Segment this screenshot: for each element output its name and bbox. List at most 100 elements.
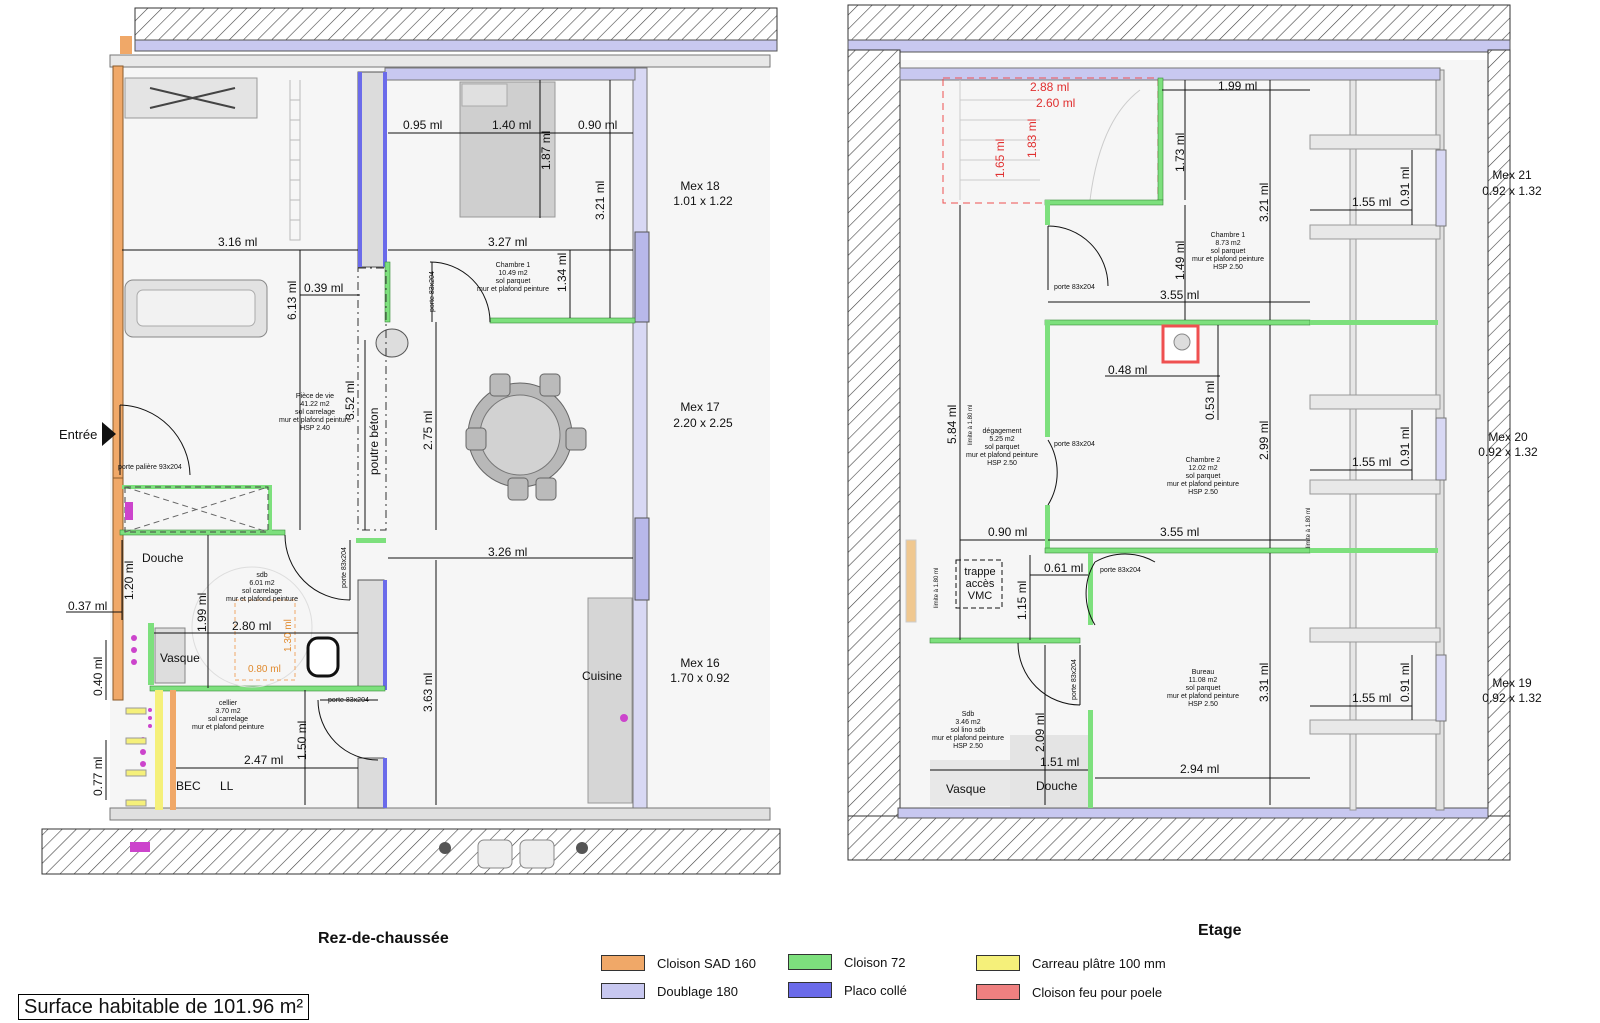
svg-text:0.90 ml: 0.90 ml bbox=[578, 118, 617, 132]
svg-text:0.92 x 1.32: 0.92 x 1.32 bbox=[1478, 445, 1538, 459]
svg-text:mur et plafond peinture: mur et plafond peinture bbox=[932, 735, 1004, 742]
svg-text:0.40 ml: 0.40 ml bbox=[91, 657, 105, 696]
svg-text:2.80 ml: 2.80 ml bbox=[232, 619, 271, 633]
svg-text:LL: LL bbox=[220, 779, 234, 793]
svg-text:3.55 ml: 3.55 ml bbox=[1160, 525, 1199, 539]
svg-text:accès: accès bbox=[966, 578, 995, 590]
svg-text:1.83 ml: 1.83 ml bbox=[1025, 119, 1039, 158]
entrance-arrow-icon bbox=[102, 422, 116, 446]
svg-text:sol lino sdb: sol lino sdb bbox=[950, 727, 985, 734]
svg-text:10.49 m2: 10.49 m2 bbox=[498, 270, 527, 277]
svg-text:BEC: BEC bbox=[176, 779, 201, 793]
svg-text:Douche: Douche bbox=[1036, 779, 1078, 793]
svg-text:mur et plafond peinture: mur et plafond peinture bbox=[279, 417, 351, 424]
svg-text:1.50 ml: 1.50 ml bbox=[295, 721, 309, 760]
svg-text:Chambre 2: Chambre 2 bbox=[1186, 457, 1221, 464]
svg-text:1.70 x 0.92: 1.70 x 0.92 bbox=[670, 671, 730, 685]
svg-text:2.09 ml: 2.09 ml bbox=[1033, 713, 1047, 752]
svg-text:Chambre 1: Chambre 1 bbox=[1211, 232, 1246, 239]
svg-text:limite à 1.80 ml: limite à 1.80 ml bbox=[934, 568, 940, 608]
svg-text:0.37 ml: 0.37 ml bbox=[68, 599, 107, 613]
svg-text:porte 83x204: porte 83x204 bbox=[1054, 441, 1095, 448]
svg-text:1.55 ml: 1.55 ml bbox=[1352, 691, 1391, 705]
svg-text:0.61 ml: 0.61 ml bbox=[1044, 561, 1083, 575]
svg-text:1.73 ml: 1.73 ml bbox=[1173, 133, 1187, 172]
svg-text:0.91 ml: 0.91 ml bbox=[1398, 427, 1412, 466]
svg-text:Mex 20: Mex 20 bbox=[1488, 430, 1528, 444]
svg-text:mur et plafond peinture: mur et plafond peinture bbox=[192, 724, 264, 731]
svg-text:Bureau: Bureau bbox=[1192, 669, 1215, 676]
svg-text:6.01 m2: 6.01 m2 bbox=[249, 580, 274, 587]
entrance-label: Entrée bbox=[59, 427, 97, 442]
svg-text:12.02 m2: 12.02 m2 bbox=[1188, 465, 1217, 472]
svg-text:1.01 x 1.22: 1.01 x 1.22 bbox=[673, 194, 733, 208]
svg-text:1.99 ml: 1.99 ml bbox=[195, 593, 209, 632]
svg-text:5.84 ml: 5.84 ml bbox=[945, 405, 959, 444]
legend-swatch bbox=[788, 954, 832, 970]
svg-text:0.39 ml: 0.39 ml bbox=[304, 281, 343, 295]
svg-text:porte palière 93x204: porte palière 93x204 bbox=[118, 464, 182, 471]
svg-text:1.30 ml: 1.30 ml bbox=[283, 619, 294, 652]
svg-text:0.53 ml: 0.53 ml bbox=[1203, 381, 1217, 420]
svg-text:Mex 17: Mex 17 bbox=[680, 400, 720, 414]
svg-text:sol parquet: sol parquet bbox=[496, 278, 531, 285]
svg-text:mur et plafond peinture: mur et plafond peinture bbox=[226, 596, 298, 603]
svg-text:Mex 21: Mex 21 bbox=[1492, 168, 1532, 182]
svg-text:mur et plafond peinture: mur et plafond peinture bbox=[966, 452, 1038, 459]
svg-text:limite à 1.80 ml: limite à 1.80 ml bbox=[968, 405, 974, 445]
svg-text:porte 83x204: porte 83x204 bbox=[328, 697, 369, 704]
svg-text:41.22 m2: 41.22 m2 bbox=[300, 401, 329, 408]
svg-text:2.75 ml: 2.75 ml bbox=[421, 411, 435, 450]
svg-text:2.94 ml: 2.94 ml bbox=[1180, 762, 1219, 776]
svg-text:Chambre 1: Chambre 1 bbox=[496, 262, 531, 269]
svg-text:3.46 m2: 3.46 m2 bbox=[955, 719, 980, 726]
svg-text:0.48 ml: 0.48 ml bbox=[1108, 363, 1147, 377]
svg-text:1.87 ml: 1.87 ml bbox=[539, 131, 553, 170]
living-surface-box: Surface habitable de 101.96 m² bbox=[18, 994, 310, 1020]
svg-text:porte 83x204: porte 83x204 bbox=[429, 271, 436, 312]
svg-text:cellier: cellier bbox=[219, 700, 238, 707]
svg-text:8.73 m2: 8.73 m2 bbox=[1215, 240, 1240, 247]
ground-floor-labels: Entrée porte palière 93x204 3.16 ml 3.27… bbox=[59, 118, 733, 796]
svg-text:2.47 ml: 2.47 ml bbox=[244, 753, 283, 767]
svg-text:1.49 ml: 1.49 ml bbox=[1173, 241, 1187, 280]
svg-text:0.90 ml: 0.90 ml bbox=[988, 525, 1027, 539]
svg-text:1.51 ml: 1.51 ml bbox=[1040, 755, 1079, 769]
svg-text:0.92 x 1.32: 0.92 x 1.32 bbox=[1482, 691, 1542, 705]
svg-text:3.55 ml: 3.55 ml bbox=[1160, 288, 1199, 302]
upper-floor-labels: 2.88 ml 2.60 ml 1.65 ml 1.83 ml 1.99 ml … bbox=[932, 79, 1542, 796]
legend-item: Cloison SAD 160 bbox=[601, 955, 756, 971]
svg-text:1.65 ml: 1.65 ml bbox=[993, 139, 1007, 178]
svg-text:2.20 x 2.25: 2.20 x 2.25 bbox=[673, 416, 733, 430]
svg-text:Vasque: Vasque bbox=[160, 651, 200, 665]
svg-text:mur et plafond peinture: mur et plafond peinture bbox=[477, 286, 549, 293]
svg-text:1.34 ml: 1.34 ml bbox=[555, 253, 569, 292]
legend-swatch bbox=[601, 955, 645, 971]
svg-text:sol carrelage: sol carrelage bbox=[242, 588, 282, 595]
svg-text:11.08 m2: 11.08 m2 bbox=[1189, 677, 1218, 684]
svg-text:porte 83x204: porte 83x204 bbox=[341, 547, 348, 588]
svg-text:HSP 2.50: HSP 2.50 bbox=[953, 743, 983, 750]
svg-text:0.80 ml: 0.80 ml bbox=[248, 664, 281, 675]
svg-text:2.99 ml: 2.99 ml bbox=[1257, 421, 1271, 460]
legend-item: Doublage 180 bbox=[601, 983, 738, 999]
svg-text:Sdb: Sdb bbox=[962, 711, 975, 718]
dining-table-icon bbox=[465, 373, 587, 501]
svg-text:VMC: VMC bbox=[968, 590, 993, 602]
svg-text:1.40 ml: 1.40 ml bbox=[492, 118, 531, 132]
svg-text:Mex 19: Mex 19 bbox=[1492, 676, 1532, 690]
svg-text:HSP 2.40: HSP 2.40 bbox=[300, 425, 330, 432]
svg-text:sol carrelage: sol carrelage bbox=[208, 716, 248, 723]
svg-text:HSP 2.50: HSP 2.50 bbox=[1188, 701, 1218, 708]
svg-text:sol parquet: sol parquet bbox=[1186, 685, 1221, 692]
legend-item: Cloison 72 bbox=[788, 954, 905, 970]
svg-text:3.63 ml: 3.63 ml bbox=[421, 673, 435, 712]
legend-item: Cloison feu pour poele bbox=[976, 984, 1162, 1000]
svg-text:5.25 m2: 5.25 m2 bbox=[989, 436, 1014, 443]
svg-text:porte 83x204: porte 83x204 bbox=[1071, 659, 1078, 700]
svg-text:0.95 ml: 0.95 ml bbox=[403, 118, 442, 132]
ground-floor-plan bbox=[41, 7, 781, 875]
svg-text:3.26 ml: 3.26 ml bbox=[488, 545, 527, 559]
svg-text:mur et plafond peinture: mur et plafond peinture bbox=[1167, 693, 1239, 700]
